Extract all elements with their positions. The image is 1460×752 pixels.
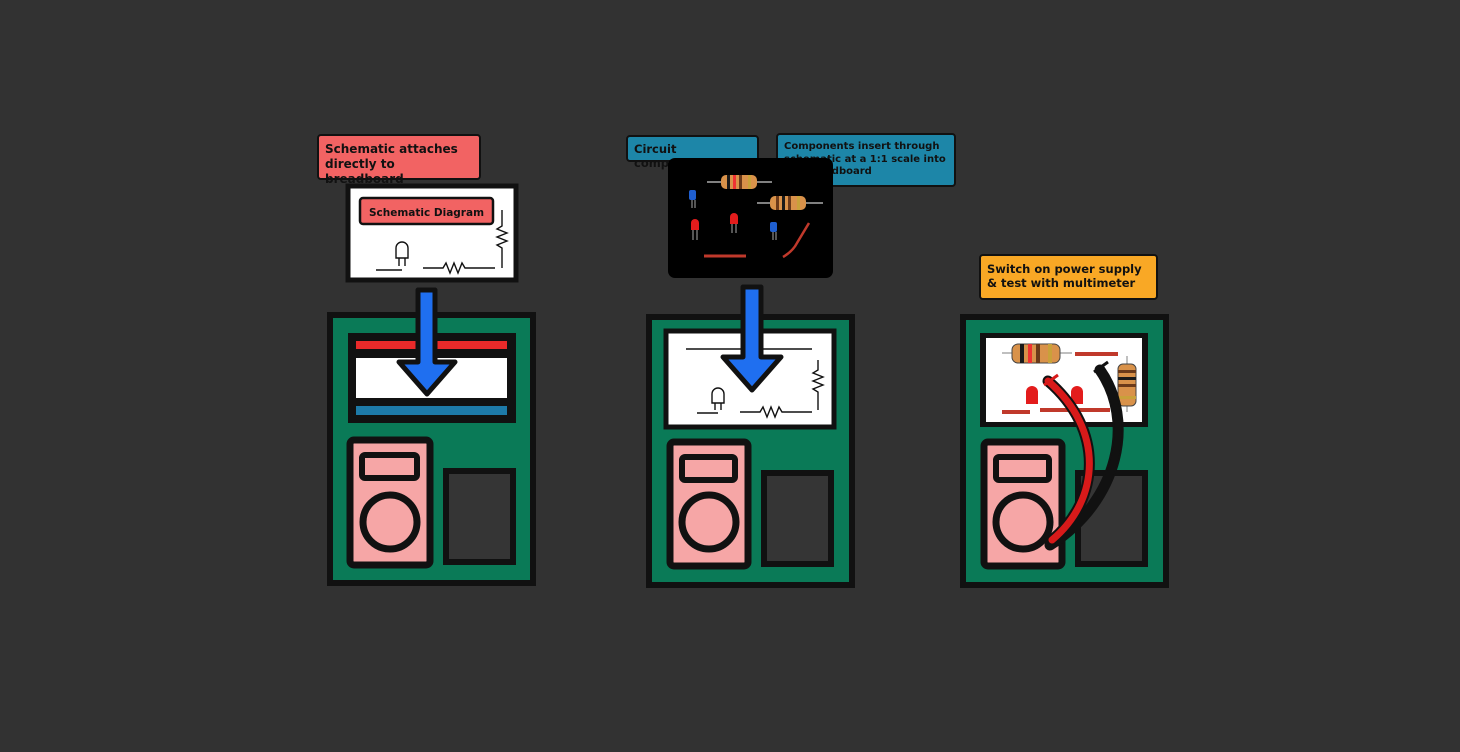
resistor-icon [757, 196, 823, 210]
step1-label: Schematic attaches directly to breadboar… [317, 134, 481, 186]
led-icon [395, 241, 409, 266]
step1-group: Schematic Diagram [327, 183, 536, 586]
capacitor-icon [689, 190, 696, 208]
led-icon [691, 219, 699, 240]
step1-label-text: Schematic attaches directly to breadboar… [325, 142, 458, 186]
multimeter-icon [666, 438, 752, 570]
led-icon [711, 387, 725, 410]
step3-label-text: Switch on power supply & test with multi… [987, 262, 1142, 291]
multimeter-icon [346, 436, 434, 569]
probe-icon [1044, 360, 1124, 551]
components-panel [668, 158, 833, 278]
resistor-icon [811, 360, 825, 410]
breadboard-unit-3 [960, 314, 1169, 588]
multimeter-icon [980, 438, 1066, 570]
arrow-down-icon [396, 287, 458, 397]
probe-icon [1042, 373, 1095, 546]
step3-group [960, 314, 1169, 588]
step3-label: Switch on power supply & test with multi… [979, 254, 1158, 300]
resistor-icon [1117, 356, 1137, 412]
arrow-down-icon [720, 284, 784, 393]
resistor-icon [423, 261, 495, 275]
led-icon [1071, 386, 1083, 404]
led-icon [730, 213, 738, 233]
breadboard-unit-2 [646, 314, 855, 588]
resistor-icon [707, 175, 772, 189]
led-icon [1026, 386, 1038, 404]
resistor-icon [1002, 343, 1072, 364]
step2-group [646, 158, 855, 588]
schematic-card: Schematic Diagram [345, 183, 519, 283]
resistor-icon [495, 210, 509, 268]
schematic-title: Schematic Diagram [369, 207, 484, 219]
capacitor-icon [770, 222, 777, 240]
wire-icon [782, 222, 811, 259]
resistor-icon [740, 405, 812, 419]
